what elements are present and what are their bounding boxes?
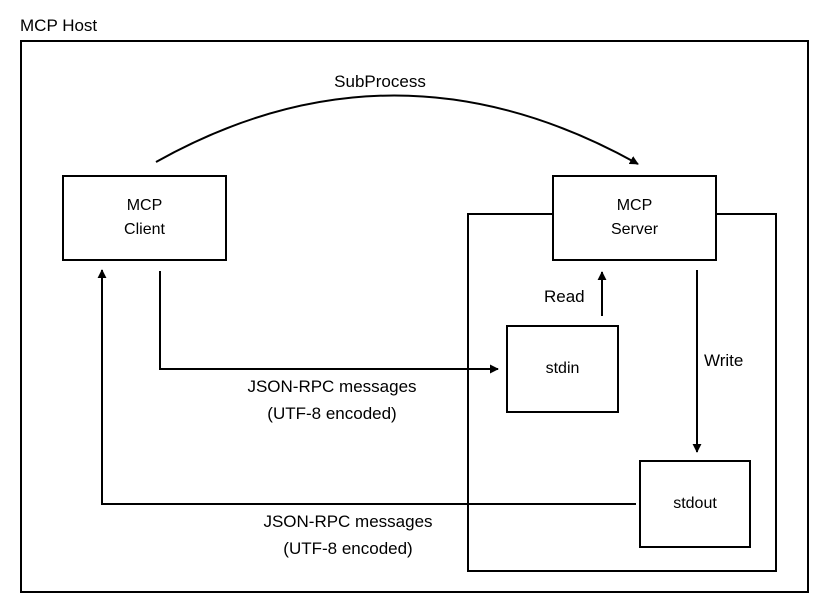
stdout-box [639, 460, 751, 548]
server-label-line2: Server [610, 221, 659, 238]
request-message-line2: (UTF-8 encoded) [267, 404, 397, 423]
request-message-line1: JSON-RPC messages [247, 377, 417, 396]
response-message-line2: (UTF-8 encoded) [283, 539, 413, 558]
write-label: Write [704, 351, 744, 370]
client-label-line2: Client [124, 221, 165, 238]
request-arrow [159, 271, 499, 374]
request-message-label: JSON-RPC messages (UTF-8 encoded) [212, 373, 452, 427]
client-label: MCP Client [63, 194, 226, 242]
stdout-label: stdout [673, 495, 717, 512]
subprocess-arrow [155, 94, 639, 165]
client-label-line1: MCP [126, 197, 163, 214]
stdin-box [506, 325, 619, 413]
response-arrow [97, 269, 636, 505]
host-frame [20, 40, 809, 593]
server-label: MCP Server [553, 194, 716, 242]
subprocess-label: SubProcess [334, 72, 426, 91]
server-box [552, 175, 717, 261]
server-label-line1: MCP [616, 197, 653, 214]
client-box [62, 175, 227, 261]
response-message-label: JSON-RPC messages (UTF-8 encoded) [228, 508, 468, 562]
read-label: Read [544, 287, 585, 306]
response-message-line1: JSON-RPC messages [263, 512, 433, 531]
host-label: MCP Host [20, 16, 98, 35]
stdin-label: stdin [545, 360, 580, 377]
